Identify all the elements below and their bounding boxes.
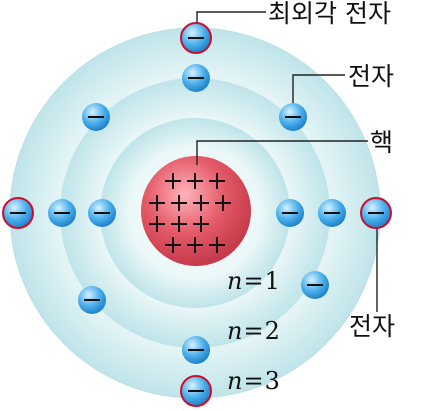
leader-nucleus — [196, 140, 368, 165]
electron — [182, 64, 210, 92]
protons — [149, 173, 231, 253]
outer-electron — [360, 197, 392, 229]
electron — [48, 199, 76, 227]
label-electron-top: 전자 — [348, 62, 394, 91]
electron — [318, 199, 346, 227]
shell-label-3: n=3 — [227, 367, 280, 395]
leader-electron-top — [292, 74, 345, 103]
electron — [301, 271, 329, 299]
electron — [88, 199, 116, 227]
shell-label-1: n=1 — [227, 267, 280, 295]
electron — [78, 286, 106, 314]
shell-label-2: n=2 — [227, 317, 280, 345]
label-electron-right: 전자 — [349, 312, 395, 341]
electrons — [2, 22, 392, 407]
label-nucleus: 핵 — [370, 128, 393, 157]
label-outer-electron: 최외각 전자 — [268, 0, 391, 28]
proton-plus — [149, 173, 231, 253]
outer-electron — [180, 375, 212, 407]
electron — [276, 199, 304, 227]
electron — [182, 336, 210, 364]
nucleus — [141, 156, 251, 266]
electron — [82, 103, 110, 131]
electron — [279, 103, 307, 131]
outer-electron — [180, 22, 212, 54]
outer-electron — [2, 197, 34, 229]
